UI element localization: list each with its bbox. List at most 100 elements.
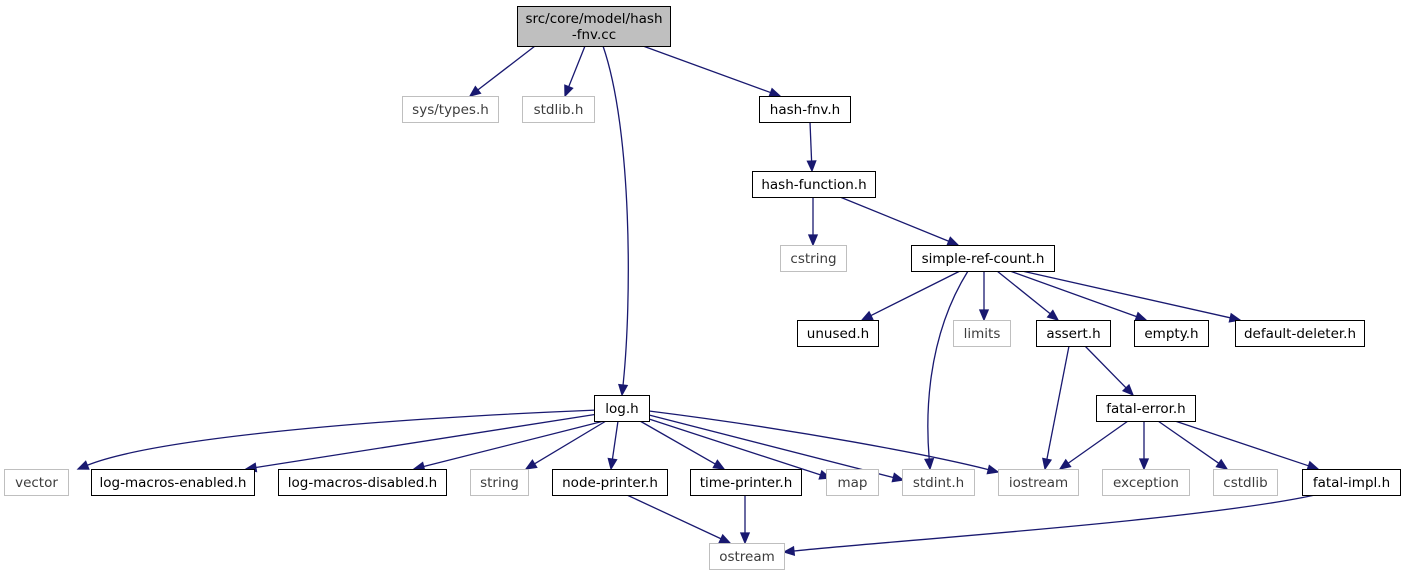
node-box (470, 469, 529, 496)
node-root[interactable]: src/core/model/hash-fnv.cc (517, 6, 671, 47)
node-empty[interactable]: empty.h (1134, 320, 1209, 347)
edge-line (255, 413, 599, 469)
node-box (4, 469, 69, 496)
edge-log-to-vector (76, 409, 599, 470)
node-assert[interactable]: assert.h (1036, 320, 1111, 347)
node-sys-types: sys/types.h (402, 96, 499, 123)
edge-log-to-string (524, 420, 607, 470)
node-box (517, 6, 671, 47)
edge-line (996, 270, 1051, 315)
node-node-printer[interactable]: node-printer.h (552, 469, 668, 496)
node-string: string (470, 469, 529, 496)
edge-simple-ref-count-to-assert (996, 270, 1060, 321)
arrowhead (782, 545, 796, 556)
node-label: stdlib.h (534, 102, 584, 118)
arrowhead (1215, 458, 1229, 470)
edge-root-to-sys-types (468, 45, 536, 97)
node-log[interactable]: log.h (594, 395, 650, 422)
node-box (91, 469, 255, 496)
edge-fatal-error-to-exception (1138, 421, 1150, 471)
node-simple-ref-count[interactable]: simple-ref-count.h (911, 245, 1055, 272)
edge-line (839, 196, 949, 242)
node-box (522, 96, 595, 123)
node-box (278, 469, 447, 496)
node-label: sys/types.h (412, 102, 489, 118)
edge-simple-ref-count-to-default-deleter (1021, 270, 1242, 323)
node-unused[interactable]: unused.h (797, 320, 879, 347)
node-label: limits (964, 326, 1001, 342)
node-hash-function[interactable]: hash-function.h (752, 171, 876, 198)
edge-line (1009, 270, 1137, 318)
arrowhead (891, 472, 905, 483)
edge-line (870, 270, 961, 317)
node-label: string (480, 475, 519, 491)
node-iostream: iostream (998, 469, 1079, 496)
edge-line (1084, 345, 1127, 389)
arrowhead (564, 84, 574, 98)
node-label: default-deleter.h (1244, 326, 1356, 342)
node-log-macros-disabled[interactable]: log-macros-disabled.h (278, 469, 447, 496)
edge-simple-ref-count-to-empty (1009, 270, 1148, 322)
edge-time-printer-to-ostream (739, 495, 751, 545)
node-log-macros-enabled[interactable]: log-macros-enabled.h (91, 469, 255, 496)
node-exception: exception (1102, 469, 1190, 496)
node-label: src/core/model/hash (525, 11, 662, 27)
edge-fatal-impl-to-ostream (782, 494, 1316, 556)
node-box (1102, 469, 1190, 496)
arrowhead (712, 459, 726, 470)
edge-fatal-error-to-iostream (1058, 420, 1129, 470)
node-map: map (826, 469, 879, 496)
node-box (780, 245, 847, 272)
edge-line (793, 494, 1316, 552)
node-box (1096, 395, 1196, 422)
edge-hash-function-to-simple-ref-count (839, 196, 960, 246)
node-label: log.h (605, 401, 638, 417)
arrowhead (1058, 458, 1072, 470)
node-default-deleter[interactable]: default-deleter.h (1235, 320, 1365, 347)
node-label: -fnv.cc (572, 27, 616, 43)
arrowhead (806, 160, 817, 173)
node-label: assert.h (1046, 326, 1100, 342)
edge-log-to-time-printer (639, 420, 726, 470)
node-box (953, 320, 1011, 347)
edge-root-to-log (602, 45, 629, 397)
edge-line (87, 409, 599, 466)
node-hash-fnv[interactable]: hash-fnv.h (759, 96, 851, 123)
node-fatal-impl[interactable]: fatal-impl.h (1302, 469, 1401, 496)
node-box (998, 469, 1079, 496)
edge-line (648, 410, 989, 471)
node-label: vector (15, 475, 58, 491)
arrowhead (1228, 312, 1242, 323)
node-box (709, 543, 785, 570)
node-fatal-error[interactable]: fatal-error.h (1096, 395, 1196, 422)
node-label: stdint.h (913, 475, 964, 491)
arrowhead (468, 85, 482, 97)
edge-line (626, 494, 722, 540)
node-label: node-printer.h (562, 475, 658, 491)
node-time-printer[interactable]: time-printer.h (690, 469, 802, 496)
edge-log-to-iostream (648, 410, 1000, 475)
edge-hash-function-to-cstring (807, 197, 819, 247)
edge-line (1157, 420, 1220, 464)
edge-fatal-error-to-cstdlib (1157, 420, 1229, 470)
node-box (1134, 320, 1209, 347)
edge-fatal-error-to-fatal-impl (1174, 420, 1320, 471)
node-label: ostream (719, 549, 775, 565)
node-label: hash-fnv.h (770, 102, 840, 118)
arrowhead (924, 458, 935, 471)
edge-simple-ref-count-to-unused (860, 270, 961, 321)
edge-log-to-node-printer (607, 420, 619, 471)
edge-line (602, 45, 629, 386)
arrowhead (768, 87, 782, 98)
node-box (1235, 320, 1365, 347)
node-label: unused.h (807, 326, 869, 342)
arrowhead (607, 457, 618, 471)
edge-line (1046, 345, 1070, 460)
node-label: hash-function.h (761, 177, 866, 193)
edge-line (611, 420, 619, 460)
node-label: iostream (1009, 475, 1068, 491)
edge-line (568, 45, 586, 87)
edges-layer (76, 45, 1320, 556)
edge-simple-ref-count-to-limits (978, 271, 990, 322)
edge-line (809, 121, 813, 162)
